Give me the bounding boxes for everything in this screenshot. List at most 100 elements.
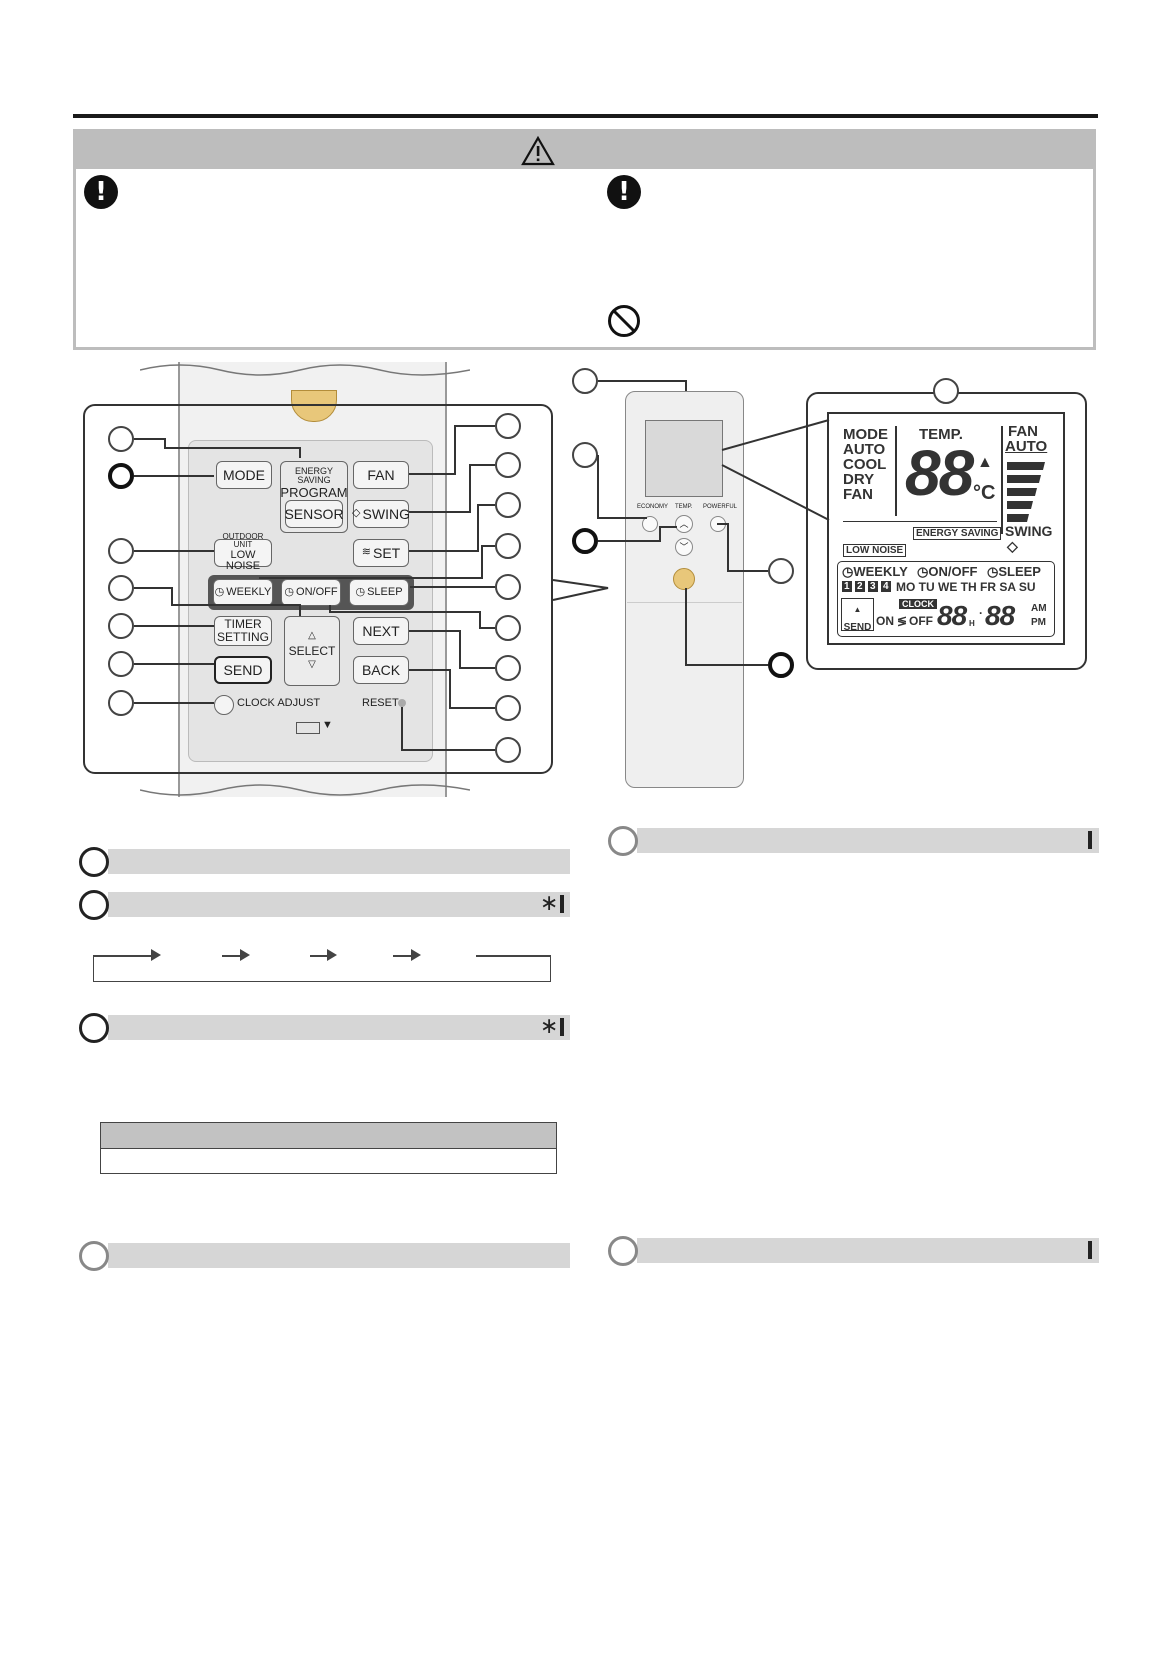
lcd-cool: COOL <box>843 456 887 473</box>
outdoor-low-noise-button[interactable]: OUTDOOR UNIT LOW NOISE <box>214 532 272 572</box>
wavy-edge-bottom <box>140 784 470 796</box>
timer-icon: ◷ <box>355 585 366 598</box>
set-button-label: SET <box>372 544 401 561</box>
lcd-weekly: WEEKLY <box>853 564 908 579</box>
lcd-divider <box>895 426 897 516</box>
battery-icon <box>296 722 320 734</box>
lcd-sleep: SLEEP <box>998 564 1041 579</box>
lcd-timer-area <box>837 561 1055 637</box>
section-bar <box>108 1015 570 1040</box>
mode-button[interactable]: MODE <box>216 461 272 489</box>
set-button[interactable]: ≋SET <box>353 539 409 567</box>
mode-cycle-loop <box>93 955 551 982</box>
cover-seam <box>627 602 742 603</box>
section-number <box>79 1241 109 1271</box>
swing-icon: ◇ <box>352 507 361 520</box>
marker-bar <box>560 1018 564 1036</box>
callout-number <box>572 528 598 554</box>
onoff-timer-button[interactable]: ◷ON/OFF <box>281 579 341 606</box>
outdoor-small-label: OUTDOOR UNIT <box>222 532 264 550</box>
temp-down-button[interactable]: ﹀ <box>675 538 693 556</box>
callout-number <box>108 463 134 489</box>
start-stop-button[interactable] <box>673 568 695 590</box>
next-label: NEXT <box>362 622 400 639</box>
arrow-right-icon <box>151 949 161 961</box>
sensor-button[interactable]: SENSOR <box>284 500 344 528</box>
callout-number <box>108 651 134 677</box>
sleep-timer-button[interactable]: ◷SLEEP <box>349 579 409 606</box>
temp-up-button[interactable]: ︿ <box>675 515 693 533</box>
lcd-weekly-group: ◷WEEKLY <box>842 564 908 580</box>
lcd-program-number: 3 <box>868 581 878 592</box>
lcd-colon-icon: · <box>979 606 983 620</box>
callout-number <box>933 378 959 404</box>
section-bar <box>108 892 570 917</box>
timer-icon: ◷ <box>214 585 225 598</box>
section-number <box>79 847 109 877</box>
send-button[interactable]: SEND <box>214 656 272 684</box>
lcd-hours-unit: H <box>969 619 975 628</box>
clock-adjust-button[interactable] <box>214 695 234 715</box>
timer-setting-line1: TIMER <box>224 617 262 632</box>
economy-button[interactable] <box>642 516 658 532</box>
lcd-fan: FAN <box>1008 423 1038 440</box>
send-label: SEND <box>223 661 263 678</box>
callout-number <box>108 690 134 716</box>
timer-icon: ◷ <box>284 585 295 598</box>
reset-button[interactable] <box>398 699 406 707</box>
sensor-button-label: SENSOR <box>284 505 344 522</box>
mandatory-icon: ! <box>607 175 641 209</box>
timer-icon: ◷ <box>987 564 999 579</box>
lcd-program-number: 4 <box>881 581 891 592</box>
lcd-on: ON <box>876 614 894 628</box>
info-table <box>100 1122 557 1174</box>
back-label: BACK <box>361 661 401 678</box>
callout-number <box>768 558 794 584</box>
down-arrow-icon: ▽ <box>308 659 316 671</box>
weekly-label: WEEKLY <box>226 585 272 598</box>
power-button[interactable] <box>291 390 337 422</box>
lcd-time-minutes: 88 <box>985 600 1015 631</box>
fan-button[interactable]: FAN <box>353 461 409 489</box>
callout-number <box>495 492 521 518</box>
next-button[interactable]: NEXT <box>353 617 409 645</box>
callout-number <box>495 695 521 721</box>
flow-line <box>222 955 242 957</box>
onoff-label: ON/OFF <box>296 585 338 598</box>
weekly-timer-button[interactable]: ◷WEEKLY <box>213 579 273 606</box>
flow-line <box>93 955 153 957</box>
lcd-display: MODE AUTO COOL DRY FAN TEMP. 88 ▲ °C FAN… <box>827 412 1065 645</box>
timer-setting-button[interactable]: TIMER SETTING <box>214 616 272 646</box>
powerful-label: POWERFUL <box>703 504 738 510</box>
section-number <box>79 890 109 920</box>
lcd-am: AM <box>1031 603 1047 614</box>
lcd-sleep-group: ◷SLEEP <box>987 564 1041 580</box>
chevron-down-icon: ﹀ <box>679 542 689 552</box>
energy-saving-small-label: ENERGY SAVING <box>294 466 333 486</box>
section-number <box>79 1013 109 1043</box>
temp-label: TEMP. <box>675 504 693 510</box>
swing-button[interactable]: ◇SWING <box>352 500 410 528</box>
mode-button-label: MODE <box>223 466 265 483</box>
lcd-mode: MODE <box>843 426 888 443</box>
callout-number <box>495 533 521 559</box>
back-button[interactable]: BACK <box>353 656 409 684</box>
section-bar <box>108 849 570 874</box>
select-button[interactable]: △ SELECT ▽ <box>284 616 340 686</box>
lcd-temp-label: TEMP. <box>919 426 963 443</box>
outdoor-big-label: LOW NOISE <box>225 548 261 573</box>
asterisk-mark: ∗ <box>540 891 559 916</box>
timer-setting-line2: SETTING <box>216 630 269 644</box>
flow-line <box>393 955 413 957</box>
arrow-right-icon <box>240 949 250 961</box>
prohibited-icon <box>608 305 640 337</box>
callout-frame-left <box>83 404 553 774</box>
energy-saving-big-label: PROGRAM <box>280 484 348 500</box>
section-number <box>608 1236 638 1266</box>
mandatory-icon: ! <box>84 175 118 209</box>
sleep-label: SLEEP <box>367 585 403 598</box>
lcd-swing-icon: ◇ <box>1007 538 1018 554</box>
callout-number <box>768 652 794 678</box>
timer-icon: ◷ <box>917 564 929 579</box>
